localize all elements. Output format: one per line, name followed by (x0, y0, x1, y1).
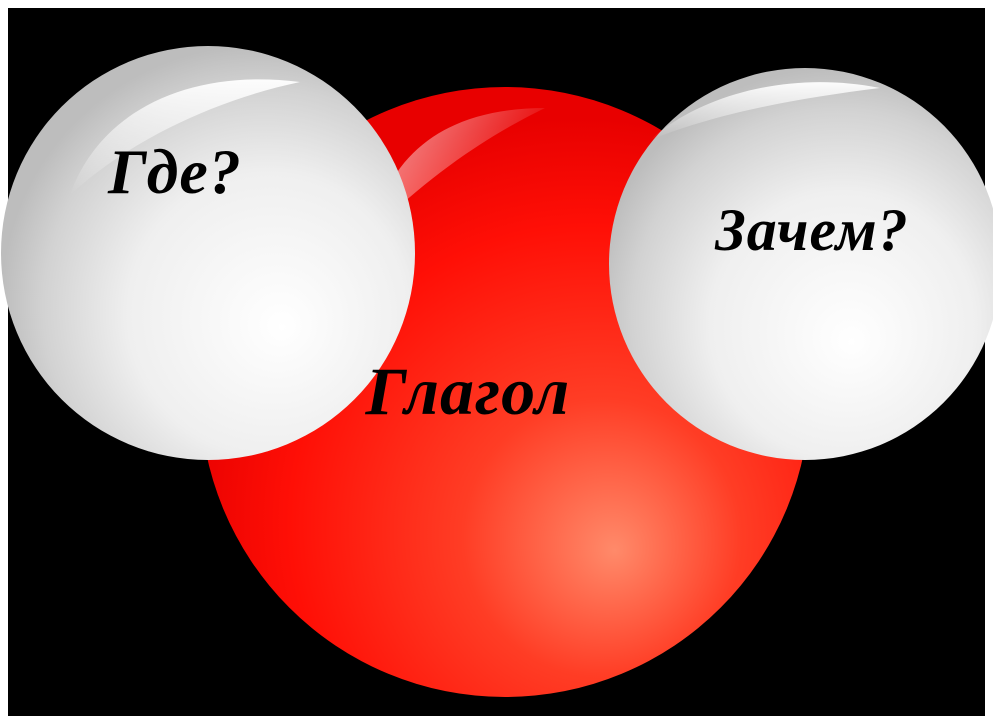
center-atom-label: Глагол (365, 353, 571, 429)
center-atom-highlight (372, 108, 545, 232)
right-atom (609, 68, 993, 460)
left-atom-label: Где? (107, 136, 242, 207)
left-atom-highlight (70, 79, 300, 195)
right-atom-sphere (609, 68, 993, 460)
right-atom-highlight (650, 82, 880, 140)
right-atom-label: Зачем? (714, 197, 908, 263)
left-atom (1, 46, 415, 460)
